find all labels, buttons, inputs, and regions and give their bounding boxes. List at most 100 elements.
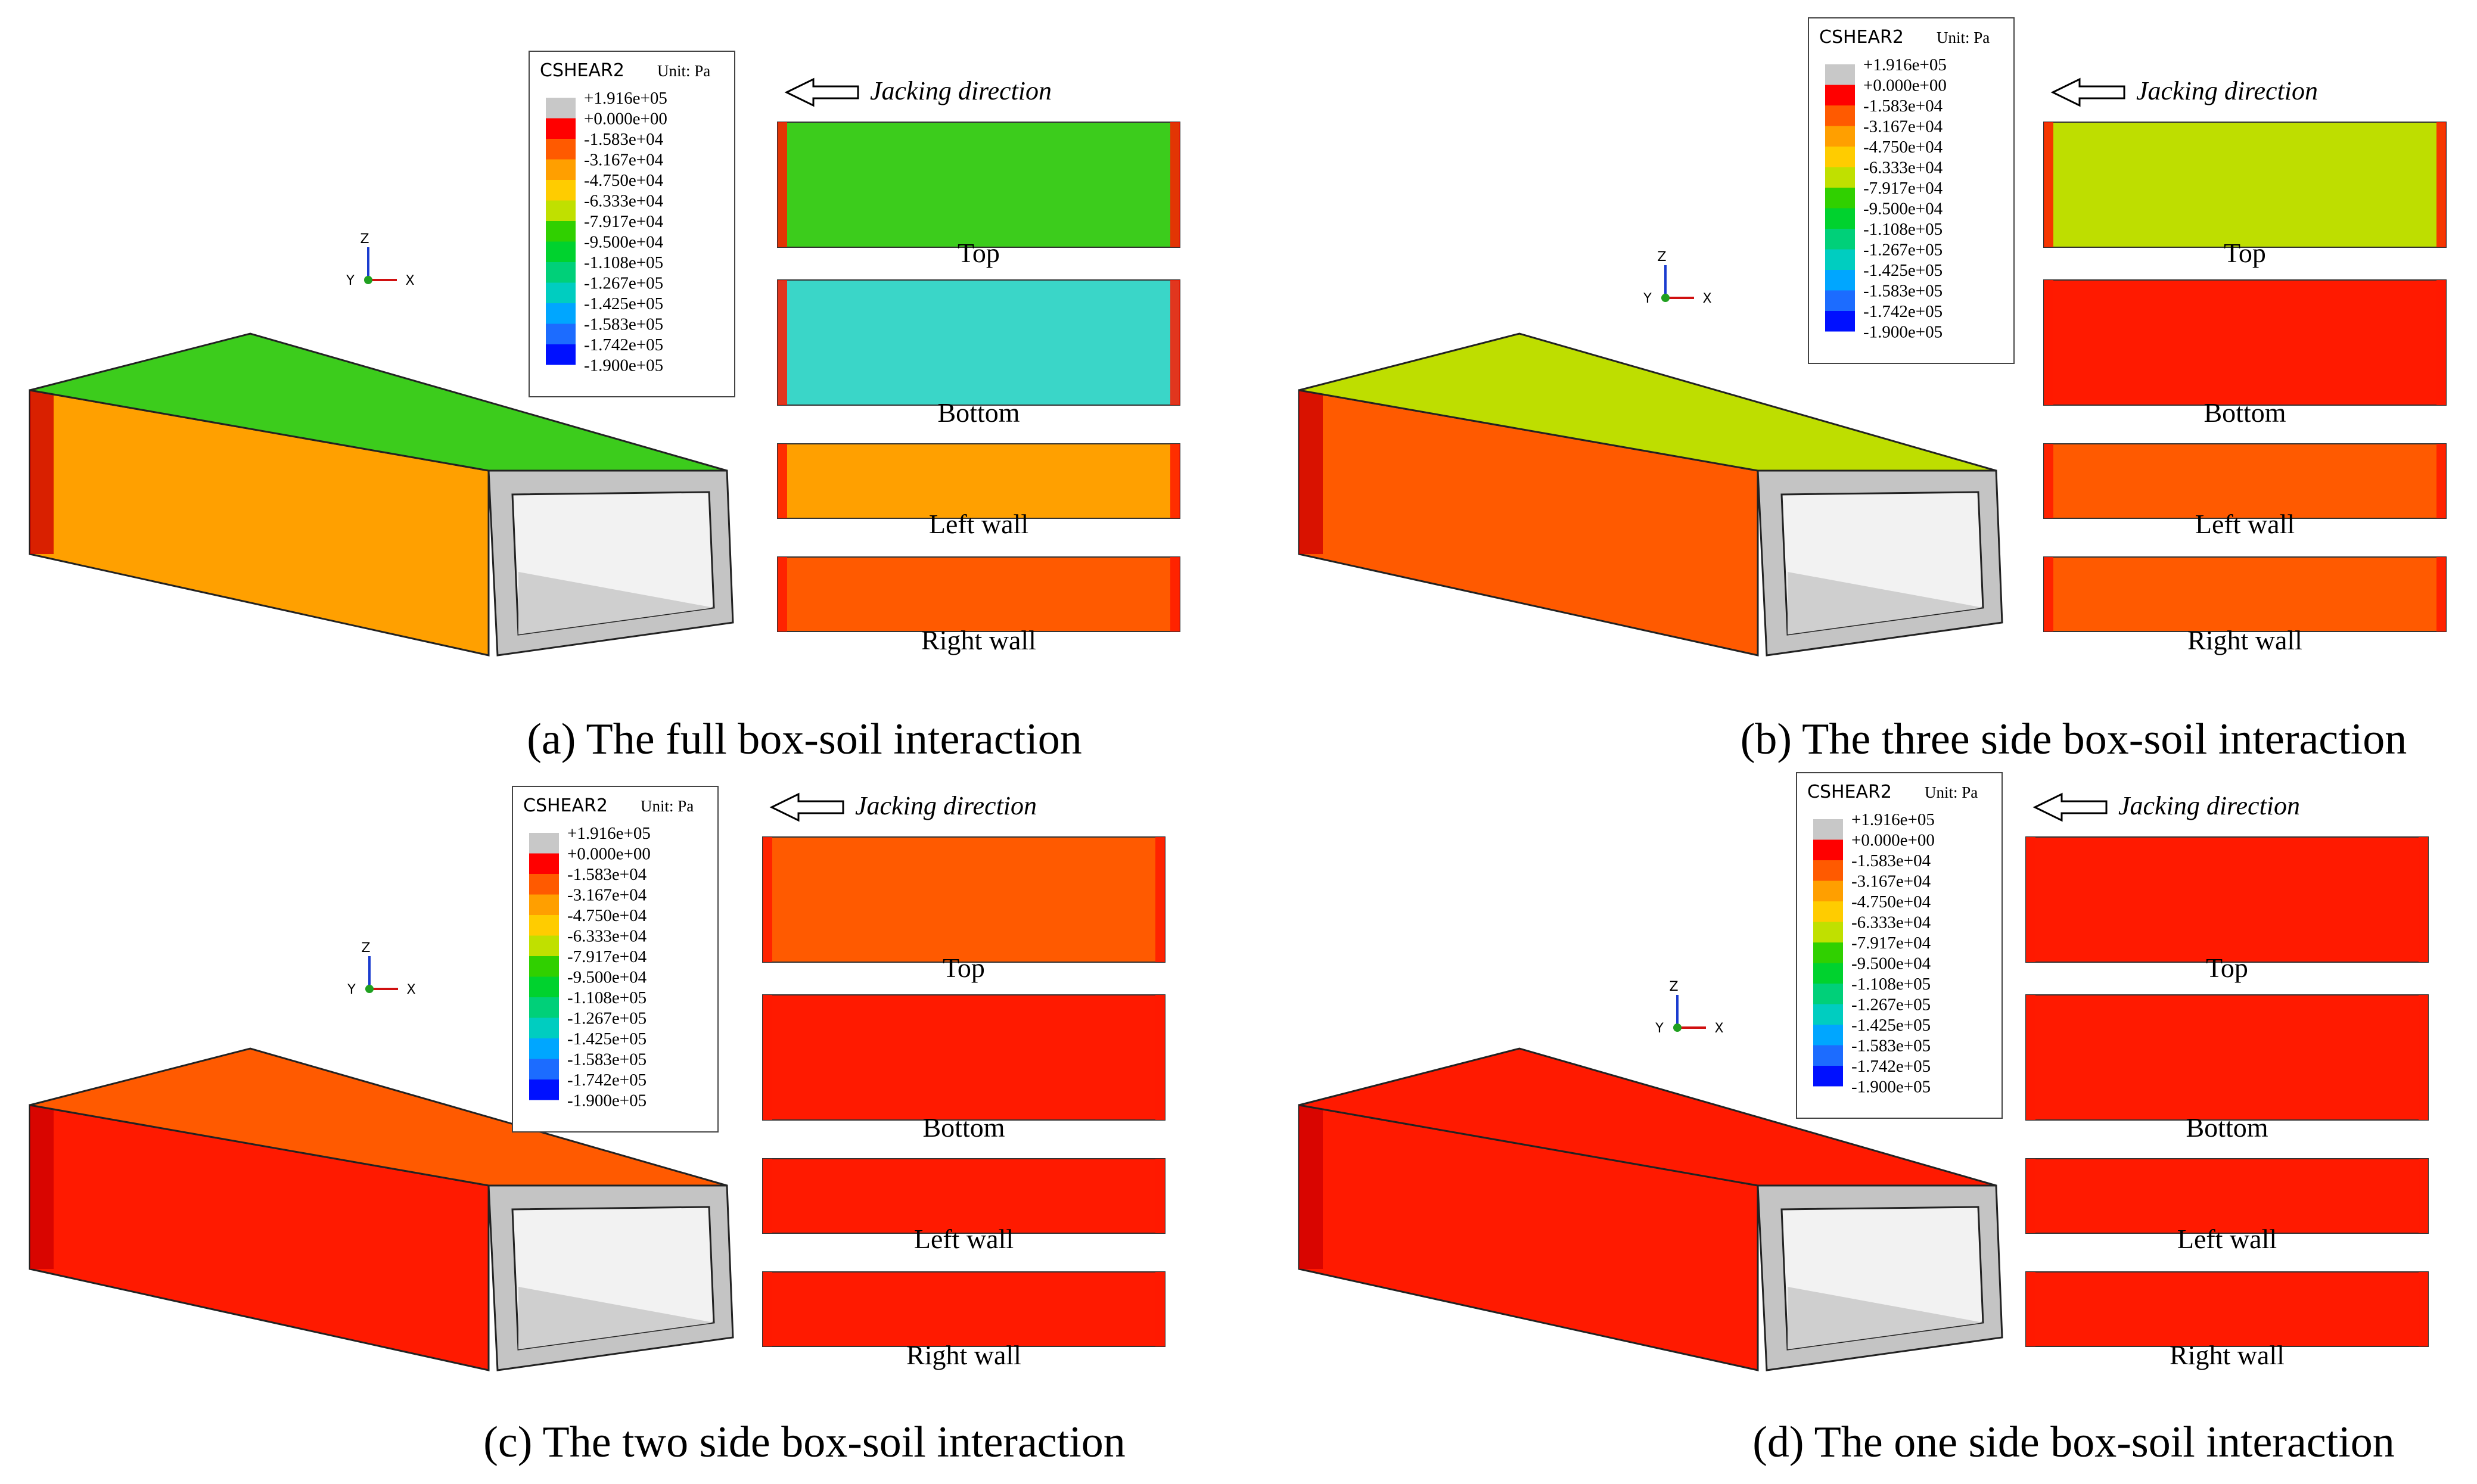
strip-top-label: Top bbox=[943, 953, 985, 983]
legend-value: +0.000e+00 bbox=[567, 845, 651, 864]
strip-end-left bbox=[2044, 122, 2053, 247]
legend-unit: Unit: Pa bbox=[641, 797, 694, 815]
strip-end-left bbox=[763, 1272, 772, 1346]
strip-top-fill bbox=[762, 836, 1166, 963]
strip-end-left bbox=[2026, 995, 2035, 1120]
strip-right-fill bbox=[762, 1271, 1166, 1347]
strip-end-right bbox=[2419, 995, 2428, 1120]
legend-value: -1.108e+05 bbox=[1851, 975, 1931, 994]
legend-title: CSHEAR2 bbox=[1807, 782, 1892, 802]
legend-swatch bbox=[529, 976, 559, 997]
strip-top-fill bbox=[777, 122, 1180, 248]
legend-swatch bbox=[546, 262, 576, 283]
legend-swatch bbox=[546, 344, 576, 365]
strip-right: Right wall bbox=[762, 1271, 1166, 1370]
legend-value: -1.425e+05 bbox=[584, 294, 663, 313]
legend-unit: Unit: Pa bbox=[657, 62, 710, 80]
strip-left-label: Left wall bbox=[2195, 509, 2295, 539]
box-opening-floor bbox=[518, 572, 714, 634]
legend-swatch bbox=[1813, 881, 1843, 901]
legend-swatch bbox=[529, 874, 559, 895]
box-side-edge bbox=[1299, 390, 1323, 554]
strip-end-right bbox=[2419, 1159, 2428, 1233]
box-model bbox=[29, 1047, 734, 1371]
legend-value: -9.500e+04 bbox=[1851, 954, 1931, 973]
legend-swatch bbox=[1813, 819, 1843, 840]
caption-d: (d) The one side box-soil interaction bbox=[1752, 1418, 2395, 1467]
strip-left-fill bbox=[2025, 1158, 2429, 1234]
strip-right: Right wall bbox=[2025, 1271, 2429, 1370]
strip-right-label: Right wall bbox=[2187, 625, 2302, 655]
strip-left-label: Left wall bbox=[929, 509, 1028, 539]
strip-end-left bbox=[2044, 557, 2053, 631]
strip-bottom-fill bbox=[777, 279, 1180, 406]
strip-left-fill bbox=[2043, 443, 2447, 519]
axis-y-label: Y bbox=[346, 273, 355, 288]
legend-value: -1.267e+05 bbox=[1851, 995, 1931, 1015]
axis-y-label: Y bbox=[1655, 1021, 1664, 1036]
legend-value: -1.267e+05 bbox=[567, 1009, 647, 1028]
legend-swatch bbox=[1825, 105, 1855, 126]
jacking-label: Jacking direction bbox=[2136, 76, 2318, 105]
strip-top-label: Top bbox=[958, 238, 1000, 268]
strip-end-right bbox=[1155, 1272, 1165, 1346]
strip-end-right bbox=[2436, 122, 2446, 247]
legend-value: -1.583e+05 bbox=[1863, 282, 1943, 301]
legend-swatch bbox=[546, 241, 576, 262]
strip-top: Top bbox=[2043, 122, 2447, 268]
strip-right-label: Right wall bbox=[921, 625, 1036, 655]
strip-top: Top bbox=[762, 836, 1166, 983]
legend-value: -6.333e+04 bbox=[1863, 158, 1943, 178]
legend-swatch bbox=[529, 1038, 559, 1059]
strip-top-label: Top bbox=[2224, 238, 2266, 268]
legend-swatch bbox=[529, 956, 559, 977]
strip-right-fill bbox=[2025, 1271, 2429, 1347]
legend-value: -9.500e+04 bbox=[1863, 200, 1943, 219]
strip-left: Left wall bbox=[2025, 1158, 2429, 1254]
axis-z-label: Z bbox=[1669, 979, 1678, 994]
legend-swatch bbox=[546, 118, 576, 139]
strip-right-label: Right wall bbox=[906, 1340, 1021, 1370]
legend-swatch bbox=[1825, 85, 1855, 105]
legend-value: -1.425e+05 bbox=[1863, 261, 1943, 280]
box-model bbox=[1298, 1047, 2003, 1371]
strip-end-left bbox=[778, 557, 787, 631]
arrow-left-icon bbox=[769, 792, 844, 822]
legend-swatch bbox=[1825, 249, 1855, 270]
box-opening-floor bbox=[1788, 572, 1983, 634]
strip-end-right bbox=[1155, 1159, 1165, 1233]
legend-value: -3.167e+04 bbox=[584, 151, 664, 170]
legend-swatch bbox=[529, 1079, 559, 1100]
legend-value: -7.917e+04 bbox=[584, 212, 664, 231]
box-opening-floor bbox=[1788, 1287, 1983, 1349]
legend-value: -3.167e+04 bbox=[1863, 117, 1943, 136]
legend-value: -1.583e+04 bbox=[567, 865, 647, 884]
legend-value: -1.267e+05 bbox=[584, 274, 663, 293]
jacking-direction: Jacking direction bbox=[784, 76, 1052, 107]
legend-swatch bbox=[1813, 922, 1843, 942]
strip-bottom-fill bbox=[2043, 279, 2447, 406]
axis-x-label: X bbox=[406, 982, 415, 997]
box-side-edge bbox=[1299, 1105, 1323, 1269]
legend-swatch bbox=[546, 139, 576, 160]
legend-swatch bbox=[529, 833, 559, 854]
strip-end-left bbox=[2026, 837, 2035, 962]
legend-value: -1.267e+05 bbox=[1863, 241, 1943, 260]
strip-bottom: Bottom bbox=[777, 279, 1180, 428]
strip-bottom-label: Bottom bbox=[2186, 1112, 2268, 1143]
legend-value: -6.333e+04 bbox=[1851, 913, 1931, 932]
caption-b: (b) The three side box-soil interaction bbox=[1741, 715, 2407, 764]
axis-y-dot bbox=[1661, 294, 1670, 302]
legend-swatch bbox=[1825, 126, 1855, 147]
legend-swatch bbox=[1825, 147, 1855, 167]
